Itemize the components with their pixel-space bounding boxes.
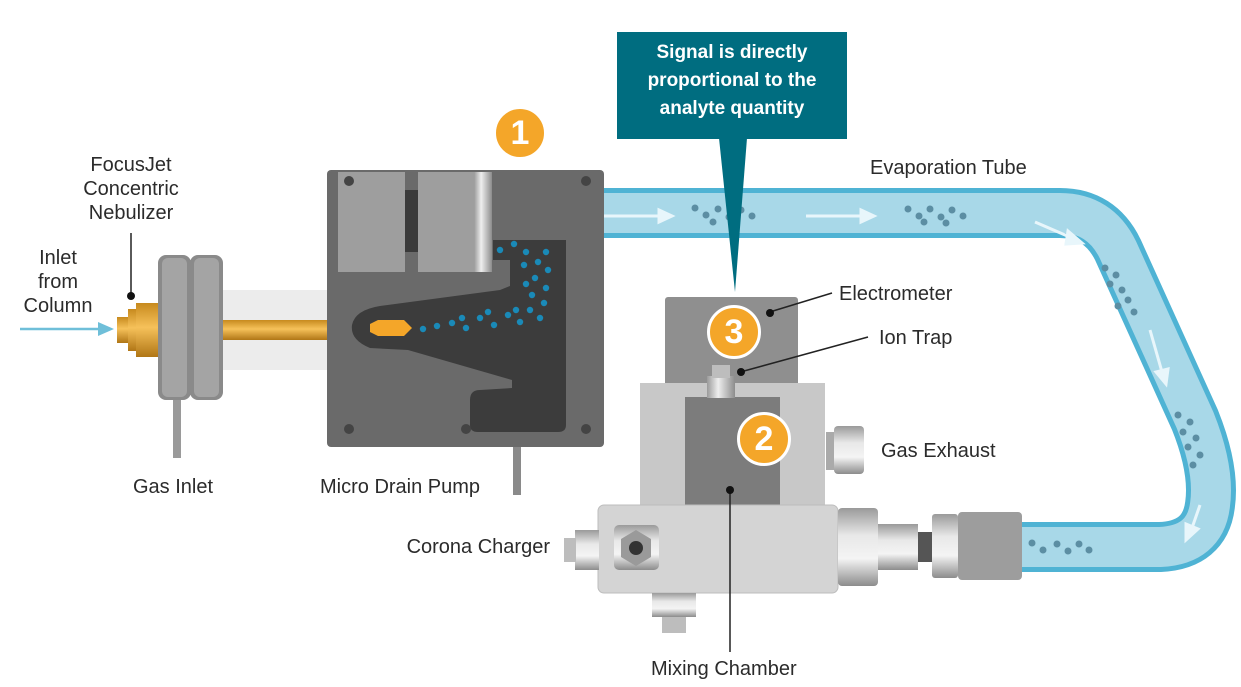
step-3-badge: 3 [707,305,761,359]
detector-assembly [564,297,1022,652]
step-1-badge: 1 [493,106,547,160]
label-inlet: Inlet from Column [23,247,93,317]
label-evaporation-tube: Evaporation Tube [870,157,1027,179]
droplets [419,240,552,333]
step-2-badge: 2 [737,412,791,466]
focusjet-nebulizer [117,233,333,458]
label-ion-trap: Ion Trap [879,327,953,349]
flow-arrows [602,207,1202,544]
label-mixing-chamber: Mixing Chamber [651,658,797,680]
label-gas-inlet: Gas Inlet [133,476,214,498]
label-gas-exhaust: Gas Exhaust [881,440,996,462]
inlet-arrow [20,322,114,336]
label-nebulizer: FocusJet Concentric Nebulizer [83,154,179,224]
micro-drain-pump [327,170,604,495]
callout-text: Signal is directly proportional to the a… [647,42,817,119]
label-electrometer: Electrometer [839,283,953,305]
callout-box: Signal is directly proportional to the a… [617,32,847,139]
label-micro-drain-pump: Micro Drain Pump [320,476,481,498]
callout-pointer [719,138,747,292]
label-corona-charger: Corona Charger [406,536,550,558]
leader-lines [737,292,869,376]
